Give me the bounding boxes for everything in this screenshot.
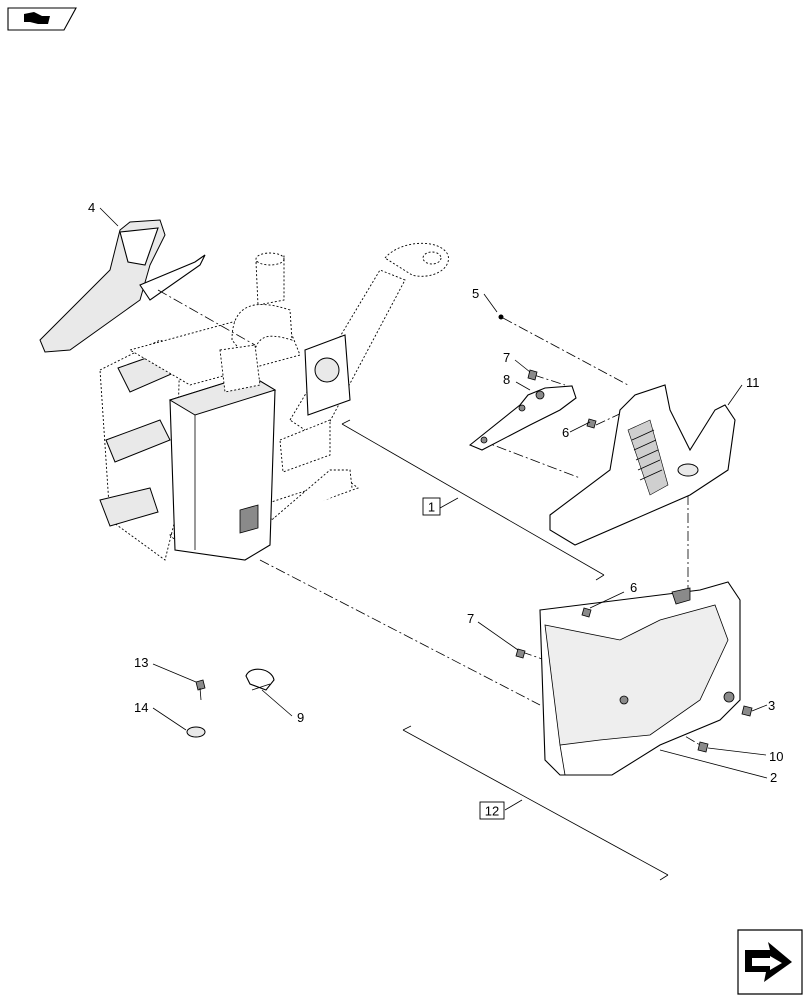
assembly-line: [259, 559, 541, 706]
clip-part-9: [245, 668, 275, 691]
callout-box-1: [422, 497, 441, 516]
callout-5: 5: [472, 286, 479, 301]
assembly-line: [533, 374, 566, 386]
next-page-arrow-icon[interactable]: [737, 929, 803, 995]
callout-1: 1: [428, 500, 435, 515]
bracket-part-8: [468, 385, 577, 451]
callout-4: 4: [88, 200, 95, 215]
assembly-line: [479, 439, 581, 479]
callout-9: 9: [297, 710, 304, 725]
upper-cover-part-11: [549, 384, 736, 546]
callout-6-lower: 6: [630, 580, 637, 595]
callout-2: 2: [770, 770, 777, 785]
nut-part-6-lower: [581, 607, 592, 618]
callout-box-12: [479, 801, 505, 820]
callout-6-upper: 6: [562, 425, 569, 440]
nut-part-5: [498, 314, 504, 320]
washer-part-7: [527, 369, 538, 381]
callout-14: 14: [134, 700, 148, 715]
assembly-line: [157, 289, 256, 346]
nut-part-6: [586, 418, 597, 429]
callout-7-lower: 7: [467, 611, 474, 626]
washer-part-14: [186, 726, 206, 738]
callout-3: 3: [768, 698, 775, 713]
callout-8: 8: [503, 372, 510, 387]
bolt-part-3: [741, 705, 753, 717]
muffler-assembly: [99, 242, 449, 561]
bolt-part-13: [195, 679, 206, 701]
group-bracket-1: [341, 419, 605, 581]
callout-11: 11: [746, 375, 760, 390]
callout-10: 10: [769, 749, 783, 764]
callout-13: 13: [134, 655, 148, 670]
lower-cover-part-2: [539, 581, 741, 776]
book-icon[interactable]: [7, 7, 77, 31]
assembly-line: [502, 317, 629, 386]
handrail-part-4: [39, 219, 206, 353]
callout-7-upper: 7: [503, 350, 510, 365]
assembly-line: [595, 409, 629, 426]
washer-part-7-lower: [515, 648, 526, 659]
group-bracket-12: [402, 725, 669, 881]
callout-12: 12: [485, 804, 499, 819]
nut-part-10: [697, 741, 709, 753]
